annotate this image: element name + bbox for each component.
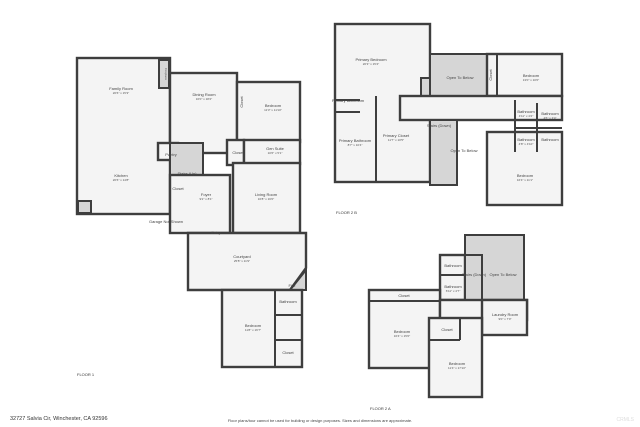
room-label: Family Room — [109, 86, 133, 91]
room-label: Courtyard — [233, 254, 251, 259]
room-dim: 9'2" x 8'1" — [199, 197, 212, 201]
room-dim: 16'0" x 18'2" — [196, 97, 212, 101]
room-label: Bathroom — [444, 263, 462, 268]
room-label: Primary Bathroom — [339, 138, 372, 143]
room-dim: 11'7" x 10'5" — [388, 138, 404, 142]
room-label: Stairs (Down) — [427, 123, 452, 128]
counter — [77, 200, 92, 214]
room-label: Fireplace — [164, 68, 168, 81]
hall — [398, 94, 564, 122]
room-dim: 16'8" x 16'0" — [258, 197, 274, 201]
room-label: Closet — [239, 95, 244, 107]
stairs-down — [464, 254, 483, 301]
bedroom-room — [485, 130, 564, 207]
room-label: Foyer — [201, 192, 212, 197]
room-label: Entry — [211, 230, 220, 235]
room-label: Kitchen — [114, 173, 127, 178]
room-label: Bathroom — [541, 111, 559, 116]
room-label: Closet — [282, 350, 294, 355]
room-dim: 20'3" x 15'4" — [363, 62, 379, 66]
room-label: Primary Bathroom — [332, 98, 365, 103]
room-label: Bathroom — [444, 284, 462, 289]
room-dim: 16'4" x 15'0" — [394, 334, 410, 338]
room-dim: 10'6" x 5'1" — [268, 151, 283, 155]
family-kitchen-room — [75, 56, 172, 216]
room-dim: 4'11" x 4'2" — [519, 114, 534, 118]
floor-label: FLOOR 2 B — [336, 210, 357, 215]
room-label: Bedroom — [265, 103, 282, 108]
room-label: Gen Suite — [266, 146, 285, 151]
room-label: Closet — [232, 150, 244, 155]
room-label: Stairs (Down) — [462, 272, 487, 277]
floor-label: FLOOR 2 A — [370, 406, 391, 411]
room-label: Living Room — [255, 192, 278, 197]
bedroom-2-room — [220, 288, 304, 369]
room-label: Bathroom — [541, 137, 559, 142]
room-dim: 6'11" x 4'7" — [446, 289, 461, 293]
floor-1 — [75, 56, 308, 369]
address: 32727 Salvia Cir, Winchester, CA 92596 — [10, 416, 108, 422]
room-label: Bedroom — [449, 361, 466, 366]
room-dim: 8'7" x 10'4" — [348, 143, 363, 147]
room-label: Bedroom — [523, 73, 540, 78]
room-dim: 16'4" x 11'1" — [517, 178, 533, 182]
room-label: Garage Not Shown — [149, 219, 183, 224]
room-label: Pantry — [165, 152, 177, 157]
room-label: Fire — [289, 283, 297, 288]
room-dim: 11'8" x 16'7" — [245, 328, 261, 332]
room-label: Open To Below — [446, 75, 473, 80]
bedroom-room — [427, 316, 484, 399]
room-label: Primary Bedroom — [355, 57, 387, 62]
watermark: CRMLS — [616, 417, 634, 423]
bedroom-room — [485, 52, 564, 98]
open-to-below — [429, 119, 458, 186]
bedroom-room — [235, 80, 302, 144]
room-dim: 13'0" x 10'0" — [523, 78, 539, 82]
room-label: Bedroom — [394, 329, 411, 334]
foyer-room — [168, 173, 232, 235]
room-dim: 9'0" x 7'0" — [498, 317, 511, 321]
room-label: Bedroom — [517, 173, 534, 178]
room-dim: 11'4" x 17'10" — [448, 366, 466, 370]
room-label: Bathroom — [517, 137, 535, 142]
room-label: Dining Room — [192, 92, 216, 97]
room-label: Bedroom — [245, 323, 262, 328]
room-label: Open To Below — [489, 272, 516, 277]
room-dim: 20'6" x 15'3" — [113, 91, 129, 95]
floor-2b — [333, 22, 564, 207]
room-label: Bathroom — [279, 299, 297, 304]
room-label: Closet — [441, 327, 453, 332]
room-label: Bathroom — [517, 109, 535, 114]
bathrooms — [438, 253, 467, 302]
stairs-up — [169, 142, 204, 176]
room-label: Closet — [172, 186, 184, 191]
disclaimer: Floor plans/tour cannot be used for buil… — [227, 418, 413, 423]
room-dim: 25'8" x 11'9" — [234, 259, 250, 263]
room-label: Closet — [488, 68, 493, 80]
room-label: Open To Below — [450, 148, 477, 153]
floor-2a — [367, 234, 529, 399]
room-dim: 20'6" x 14'8" — [113, 178, 129, 182]
room-label: Laundry Room — [492, 312, 519, 317]
room-dim: 4'6" x 3'4" — [543, 116, 556, 120]
room-dim: 4'8" x 4'10" — [519, 142, 534, 146]
room-label: Primary Closet — [383, 133, 410, 138]
room-label: Closet — [398, 293, 410, 298]
room-dim: 11'3" x 11'10" — [264, 108, 282, 112]
room-label: Stairs (Up) — [177, 171, 197, 176]
floor-label: FLOOR 1 — [77, 372, 95, 377]
